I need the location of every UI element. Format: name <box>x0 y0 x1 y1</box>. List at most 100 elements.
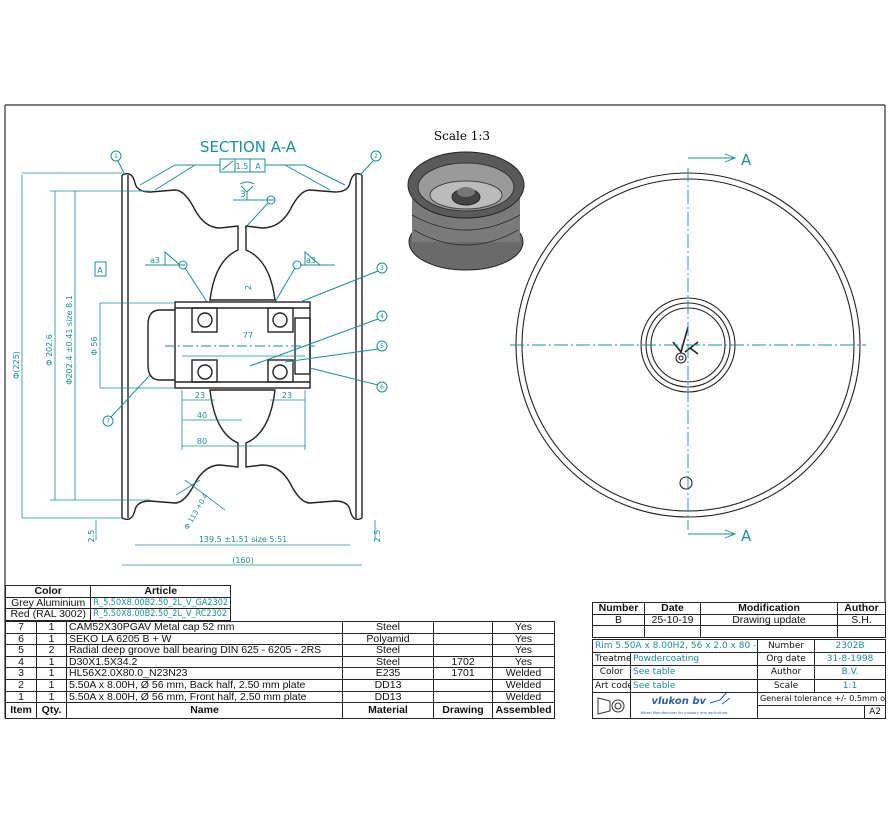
rev-date: 25-10-19 <box>644 613 701 627</box>
header-name: Name <box>66 702 343 720</box>
dim-139-5: 139.5 ±1.51 size 5.51 <box>199 535 287 544</box>
cell-item: 5 <box>5 644 37 657</box>
art-code-value: See table <box>629 678 759 693</box>
cell-assembled: Welded <box>492 667 555 680</box>
cell-material: Steel <box>342 655 434 669</box>
cell-qty: 2 <box>36 644 67 657</box>
cell-drawing <box>433 632 493 646</box>
treatment-label: Treatment <box>592 652 631 667</box>
dim-23-right: 23 <box>282 391 292 400</box>
article-cell: R_5.50X8.00B2.50_2L_V_RC2302 <box>90 608 231 621</box>
balloon-label: 1 <box>114 153 118 160</box>
drawing-number: 2302B <box>814 638 887 654</box>
cell-qty: 1 <box>36 655 67 669</box>
cell-name: SEKO LA 6205 B + W <box>66 632 343 646</box>
dim-outer-diameter: Φ(225) <box>12 351 21 379</box>
treatment-value: Powdercoating <box>629 652 759 667</box>
dim-113: Φ 113 +0.4 <box>183 492 210 531</box>
author-value: B.V. <box>814 665 887 680</box>
rim-profile <box>121 172 363 521</box>
rev-author: S.H. <box>837 613 886 627</box>
general-tolerance: General tolerance +/- 0.5mm or +/- 1° <box>757 691 887 707</box>
section-marker-bottom: A <box>741 527 752 545</box>
balloons <box>102 150 388 427</box>
dim-2: 2 <box>244 285 253 290</box>
cell-item: 2 <box>5 678 37 692</box>
cell-material: DD13 <box>342 678 434 692</box>
weld-label: a3 <box>150 256 160 265</box>
datum-label: A <box>97 266 103 275</box>
cell-drawing: 1702 <box>433 655 493 669</box>
cell-qty: 1 <box>36 621 67 634</box>
dim-160: (160) <box>232 556 254 565</box>
isometric-3d-view: Scale 1:3 <box>407 129 525 271</box>
author-label: Author <box>757 665 816 680</box>
tolerance-frame <box>139 158 346 191</box>
cell-material: Steel <box>342 621 434 634</box>
balloon-label: 2 <box>374 153 378 160</box>
color-value: See table <box>629 665 759 680</box>
section-view: SECTION A-A 1.5 A 3 a3 a3 <box>12 138 388 566</box>
header-material: Material <box>342 702 434 720</box>
datum-box <box>94 261 107 277</box>
org-date-label: Org date <box>757 652 816 667</box>
cell-name: 5.50A x 8.00H, Ø 56 mm, Front half, 2.50… <box>66 690 343 704</box>
balloon-label: 5 <box>380 343 384 350</box>
balloon-label: 3 <box>380 265 384 272</box>
balloon-label: 7 <box>106 418 110 425</box>
cell-name: HL56X2.0X80.0_N23N23 <box>66 667 343 680</box>
tolerance-datum: A <box>255 162 261 171</box>
cell-drawing <box>433 621 493 634</box>
rev-header-number: Number <box>592 602 645 615</box>
rev-header-modification: Modification <box>700 602 838 615</box>
cell-drawing <box>433 690 493 704</box>
tolerance-value: 1.5 <box>236 162 249 171</box>
dim-2-5-left: 2.5 <box>87 530 96 543</box>
scale-label: Scale 1:3 <box>434 129 490 143</box>
weld-label: a3 <box>306 256 316 265</box>
cell-material: Polyamid <box>342 632 434 646</box>
rev-header-author: Author <box>837 602 886 615</box>
rev-modification: Drawing update <box>700 613 838 627</box>
cell-material: E235 <box>342 667 434 680</box>
cell-name: 5.50A x 8.00H, Ø 56 mm, Back half, 2.50 … <box>66 678 343 692</box>
sheet-size: A2 <box>864 705 887 720</box>
cell-assembled: Yes <box>492 655 555 669</box>
rev-number: B <box>592 613 645 627</box>
cell-qty: 1 <box>36 667 67 680</box>
cell-item: 4 <box>5 655 37 669</box>
cell-qty: 1 <box>36 690 67 704</box>
org-date-value: 31-8-1998 <box>814 652 887 667</box>
section-marker-top: A <box>741 151 752 169</box>
weld-symbols <box>145 181 335 303</box>
dim-202-4: Φ202.4 ±0.41 size 8.1 <box>65 295 74 385</box>
cell-qty: 1 <box>36 678 67 692</box>
dim-56: Φ 56 <box>90 336 99 355</box>
cell-assembled: Yes <box>492 644 555 657</box>
part-description: Rim 5.50A x 8.00H2, 56 x 2.0 x 80 - 77 <box>591 638 759 654</box>
cell-item: 1 <box>5 690 37 704</box>
cell-assembled: Welded <box>492 678 555 692</box>
color-label: Color <box>592 665 631 680</box>
cell-name: Radial deep groove ball bearing DIN 625 … <box>66 644 343 657</box>
header-qty: Qty. <box>36 702 67 720</box>
color-cell: Red (RAL 3002) <box>4 608 92 621</box>
article-header: Article <box>90 585 231 598</box>
dim-40: 40 <box>197 411 207 420</box>
dim-77: 77 <box>243 331 253 340</box>
cell-drawing: 1701 <box>433 667 493 680</box>
cell-item: 7 <box>5 621 37 634</box>
dim-80: 80 <box>197 437 207 446</box>
cell-item: 6 <box>5 632 37 646</box>
header-assembled: Assembled <box>492 702 555 720</box>
section-title: SECTION A-A <box>200 138 297 156</box>
